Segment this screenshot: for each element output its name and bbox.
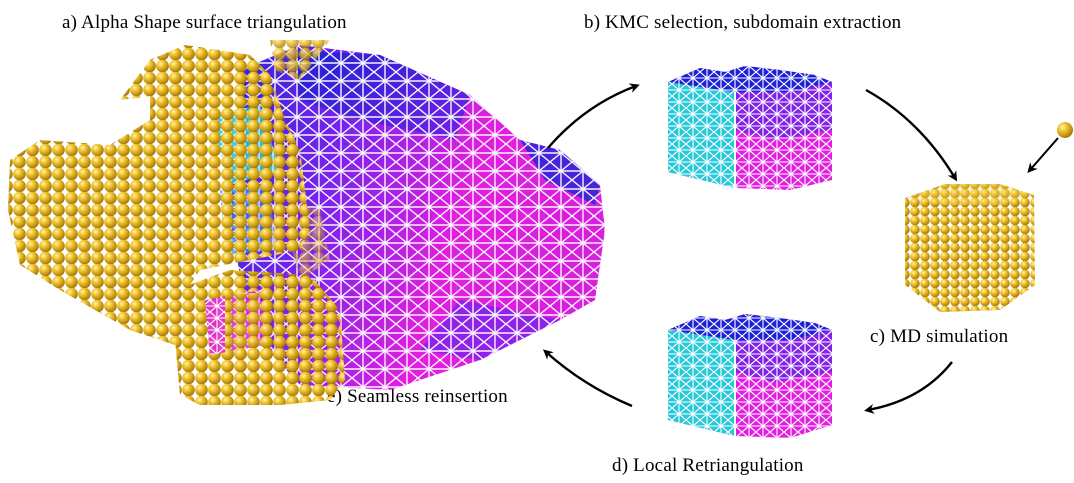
arrow-d-to-e — [543, 349, 633, 408]
label-seamless-reinsertion: e) Seamless reinsertion — [327, 386, 508, 407]
arrow-a-to-b — [547, 83, 640, 149]
subdomain-cube-top — [668, 66, 832, 190]
md-atom-cube — [905, 122, 1073, 312]
atom-slab — [8, 45, 310, 345]
label-local-retriangulation: d) Local Retriangulation — [612, 455, 804, 476]
arrow-b-to-c — [865, 88, 958, 182]
arrow-c-to-d — [864, 361, 953, 414]
incoming-atom — [1057, 122, 1073, 138]
alpha-shape-structure — [8, 40, 605, 405]
label-alpha-shape: a) Alpha Shape surface triangulation — [62, 12, 347, 33]
label-md-simulation: c) MD simulation — [870, 326, 1009, 347]
retriangulated-cube — [668, 314, 832, 438]
label-kmc-selection: b) KMC selection, subdomain extraction — [584, 12, 902, 33]
